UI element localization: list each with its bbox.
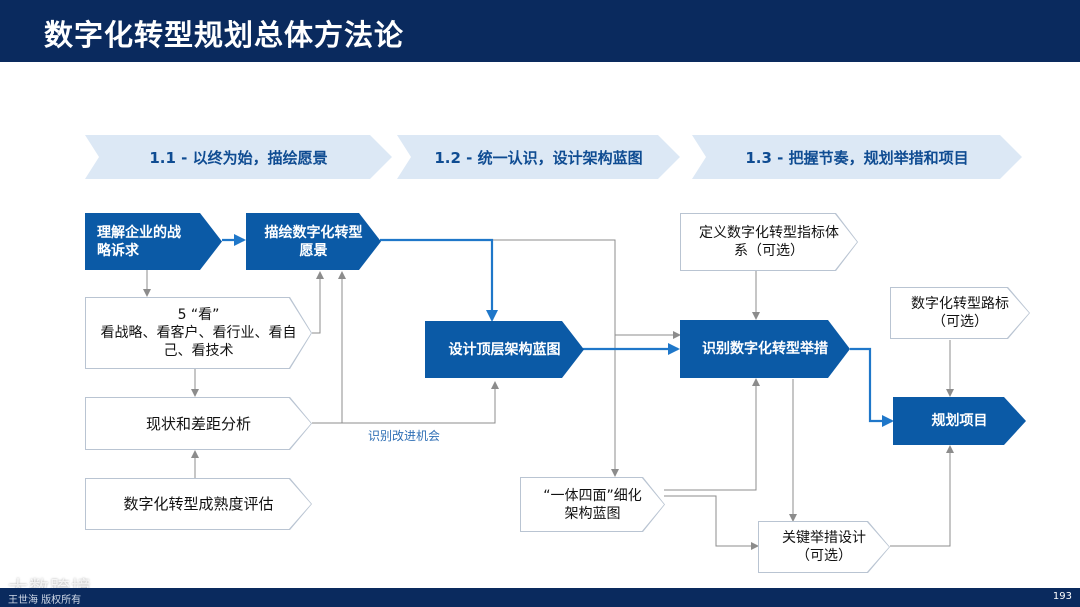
- phase-3-banner: 1.3 - 把握节奏，规划举措和项目: [692, 135, 1022, 179]
- page-title: 数字化转型规划总体方法论: [44, 18, 405, 52]
- page-number: 193: [1052, 591, 1072, 602]
- node-key-design: 关键举措设计（可选）: [758, 521, 890, 573]
- node-maturity: 数字化转型成熟度评估: [85, 478, 312, 530]
- node-roadmap-label: 数字化转型路标（可选）: [911, 296, 1009, 330]
- node-maturity-label: 数字化转型成熟度评估: [123, 495, 274, 513]
- node-top-architecture: 设计顶层架构蓝图: [425, 321, 584, 378]
- node-identify-initiatives: 识别数字化转型举措: [680, 320, 850, 378]
- node-identify-initiatives-label: 识别数字化转型举措: [702, 341, 828, 357]
- node-five-look: 5 “看” 看战略、看客户、看行业、看自己、看技术: [85, 297, 312, 369]
- node-strategy-label: 理解企业的战略诉求: [97, 224, 181, 259]
- phase-1-label: 1.1 - 以终为始，描绘愿景: [149, 148, 328, 167]
- node-top-architecture-label: 设计顶层架构蓝图: [448, 341, 561, 358]
- node-indicators-label: 定义数字化转型指标体系（可选）: [699, 225, 839, 259]
- phase-2-banner: 1.2 - 统一认识，设计架构蓝图: [397, 135, 680, 179]
- node-vision: 描绘数字化转型愿景: [246, 213, 381, 270]
- phase-1-banner: 1.1 - 以终为始，描绘愿景: [85, 135, 392, 179]
- node-one-four: “一体四面”细化架构蓝图: [520, 477, 665, 532]
- edge-label-improve: 识别改进机会: [368, 429, 441, 443]
- node-plan-projects-label: 规划项目: [931, 413, 988, 429]
- node-plan-projects: 规划项目: [893, 397, 1026, 445]
- node-one-four-label: “一体四面”细化架构蓝图: [543, 487, 642, 522]
- node-gap-analysis: 现状和差距分析: [85, 397, 312, 450]
- node-roadmap: 数字化转型路标（可选）: [890, 287, 1030, 339]
- node-five-look-body: 看战略、看客户、看行业、看自己、看技术: [100, 325, 297, 359]
- node-five-look-title: 5 “看”: [177, 307, 220, 323]
- phase-3-label: 1.3 - 把握节奏，规划举措和项目: [745, 148, 969, 167]
- footer-bar: 王世海 版权所有 193: [0, 588, 1080, 607]
- footer-copyright: 王世海 版权所有: [8, 595, 82, 606]
- title-bar: 数字化转型规划总体方法论: [0, 0, 1080, 62]
- phase-2-label: 1.2 - 统一认识，设计架构蓝图: [434, 148, 643, 167]
- node-gap-analysis-label: 现状和差距分析: [145, 414, 251, 433]
- node-indicators: 定义数字化转型指标体系（可选）: [680, 213, 858, 271]
- node-vision-label: 描绘数字化转型愿景: [264, 224, 363, 259]
- node-strategy: 理解企业的战略诉求: [85, 213, 222, 270]
- node-key-design-label: 关键举措设计（可选）: [782, 530, 866, 564]
